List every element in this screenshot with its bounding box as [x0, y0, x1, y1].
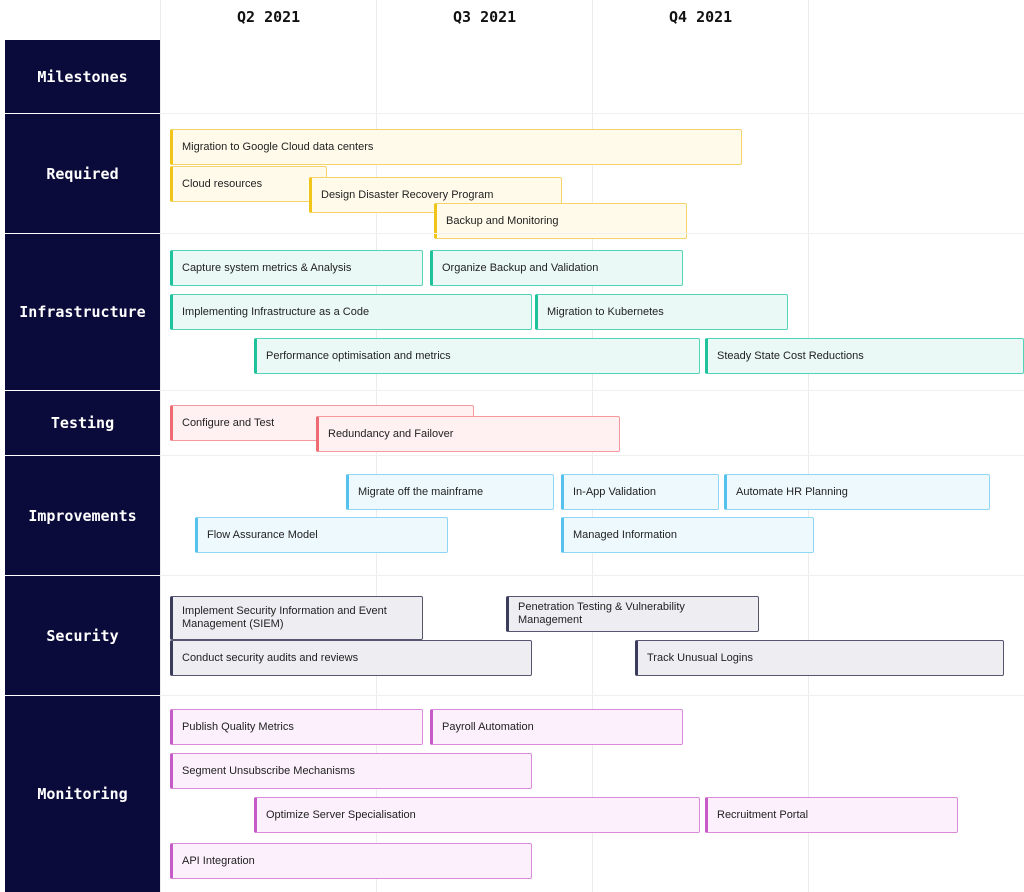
task-bar[interactable]: In-App Validation [561, 474, 719, 510]
task-bar[interactable]: Automate HR Planning [724, 474, 990, 510]
lane-divider [160, 455, 1024, 456]
lane-label-improvements: Improvements [5, 456, 160, 575]
task-bar[interactable]: API Integration [170, 843, 532, 879]
task-bar[interactable]: Migration to Kubernetes [535, 294, 788, 330]
lane-divider [160, 390, 1024, 391]
task-bar[interactable]: Track Unusual Logins [635, 640, 1004, 676]
task-bar[interactable]: Cloud resources [170, 166, 327, 202]
task-bar[interactable]: Recruitment Portal [705, 797, 958, 833]
timeline-header: Q2 2021 Q3 2021 Q4 2021 [0, 0, 1024, 40]
grid-line [808, 0, 809, 892]
task-bar[interactable]: Payroll Automation [430, 709, 683, 745]
lane-label-required: Required [5, 114, 160, 233]
task-bar[interactable]: Publish Quality Metrics [170, 709, 423, 745]
task-bar[interactable]: Implementing Infrastructure as a Code [170, 294, 532, 330]
lane-divider [160, 695, 1024, 696]
lane-label-monitoring: Monitoring [5, 696, 160, 892]
task-bar[interactable]: Conduct security audits and reviews [170, 640, 532, 676]
task-bar[interactable]: Migrate off the mainframe [346, 474, 554, 510]
task-bar[interactable]: Capture system metrics & Analysis [170, 250, 423, 286]
lane-label-security: Security [5, 576, 160, 695]
task-bar[interactable]: Managed Information [561, 517, 814, 553]
task-bar[interactable]: Flow Assurance Model [195, 517, 448, 553]
task-bar[interactable]: Migration to Google Cloud data centers [170, 129, 742, 165]
lane-label-testing: Testing [5, 391, 160, 455]
task-bar[interactable]: Implement Security Information and Event… [170, 596, 423, 640]
task-bar[interactable]: Penetration Testing & Vulnerability Mana… [506, 596, 759, 632]
task-bar[interactable]: Organize Backup and Validation [430, 250, 683, 286]
quarter-label: Q3 2021 [453, 8, 517, 26]
quarter-label: Q2 2021 [237, 8, 301, 26]
task-bar[interactable]: Performance optimisation and metrics [254, 338, 700, 374]
task-bar[interactable]: Optimize Server Specialisation [254, 797, 700, 833]
lane-divider [160, 113, 1024, 114]
lane-divider [160, 575, 1024, 576]
grid-line [160, 0, 161, 892]
lane-divider [160, 233, 1024, 234]
lane-label-infrastructure: Infrastructure [5, 234, 160, 390]
quarter-label: Q4 2021 [669, 8, 733, 26]
task-bar[interactable]: Segment Unsubscribe Mechanisms [170, 753, 532, 789]
task-bar[interactable]: Steady State Cost Reductions [705, 338, 1024, 374]
lane-label-milestones: Milestones [5, 40, 160, 113]
task-bar[interactable]: Redundancy and Failover [316, 416, 620, 452]
